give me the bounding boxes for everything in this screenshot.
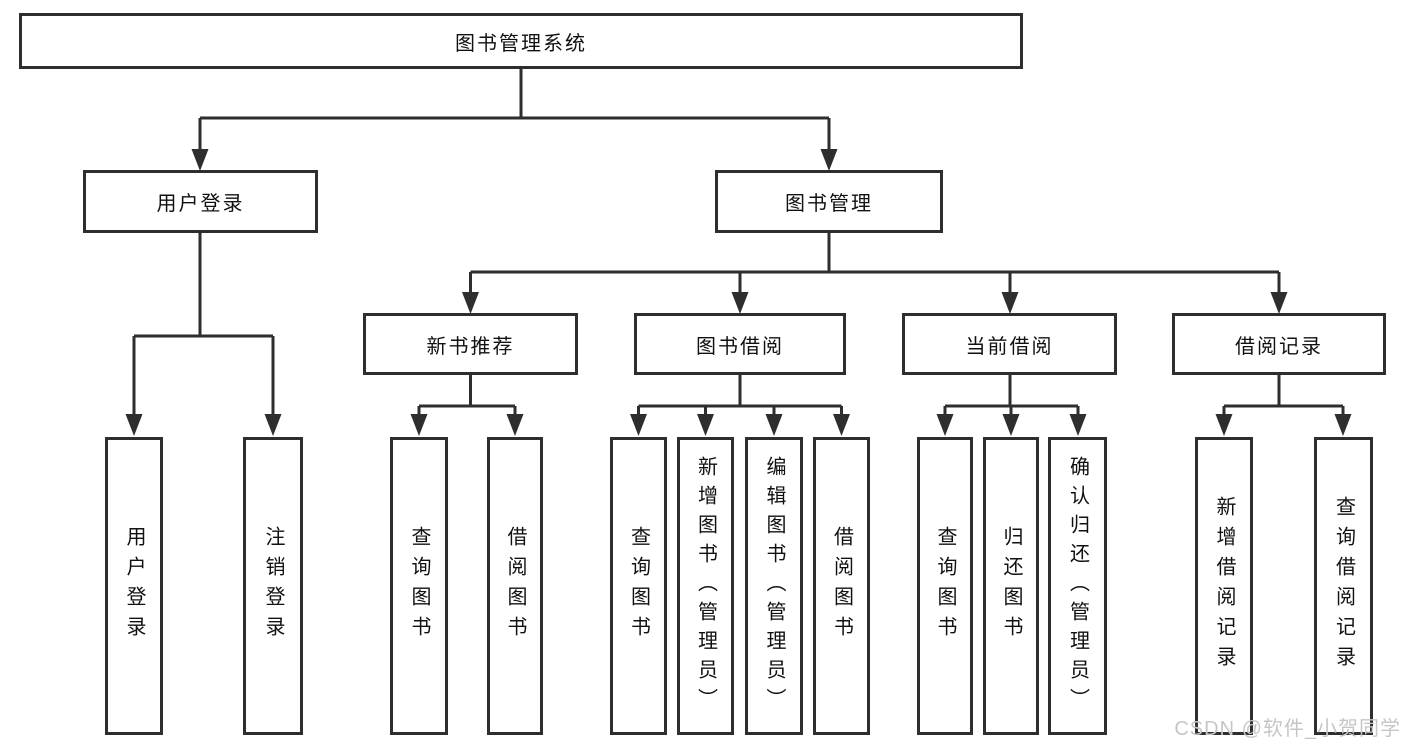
node-leaf-borrow-search-label: 查询图书 [627,526,650,646]
node-book-borrow-label: 图书借阅 [696,335,784,358]
node-leaf-record-add-label: 新增借阅记录 [1213,496,1235,676]
node-leaf-borrow-edit: 编辑图书（管理员） [745,437,803,735]
connector-current-borrow-branch [943,375,1080,415]
node-leaf-newbook-borrow: 借阅图书 [487,437,543,735]
node-book-management-label: 图书管理 [785,193,873,215]
node-leaf-logout: 注销登录 [243,437,303,735]
node-leaf-user-login-label: 用户登录 [123,526,145,646]
connector-book-borrow-branch [637,375,843,415]
node-leaf-user-login: 用户登录 [105,437,163,735]
node-leaf-borrow-borrow: 借阅图书 [813,437,870,735]
node-leaf-borrow-add-label: 新增图书（管理员） [694,455,717,717]
node-borrow-records-label: 借阅记录 [1235,335,1323,358]
node-leaf-newbook-borrow-label: 借阅图书 [504,526,526,646]
node-root: 图书管理系统 [19,13,1023,69]
connector-user-login-branch [132,233,275,416]
node-leaf-newbook-search: 查询图书 [390,437,448,735]
node-leaf-record-search: 查询借阅记录 [1314,437,1373,735]
node-leaf-record-add: 新增借阅记录 [1195,437,1253,735]
node-leaf-current-confirm: 确认归还（管理员） [1048,437,1107,735]
node-leaf-newbook-search-label: 查询图书 [408,526,430,646]
node-root-label: 图书管理系统 [455,32,587,55]
connector-new-book-branch [417,375,517,415]
node-leaf-current-search-label: 查询图书 [934,526,956,646]
node-user-login: 用户登录 [83,170,318,233]
node-leaf-borrow-add: 新增图书（管理员） [677,437,734,735]
node-book-borrow: 图书借阅 [634,313,846,375]
node-leaf-borrow-edit-label: 编辑图书（管理员） [763,455,785,717]
node-leaf-current-return: 归还图书 [983,437,1039,735]
connector-root-branch [198,69,831,150]
node-leaf-borrow-search: 查询图书 [610,437,667,735]
node-user-login-label: 用户登录 [156,193,245,215]
node-leaf-current-return-label: 归还图书 [1000,526,1022,646]
node-borrow-records: 借阅记录 [1172,313,1386,375]
node-leaf-current-search: 查询图书 [917,437,973,735]
node-book-management: 图书管理 [715,170,943,233]
arrowheads [125,149,1352,436]
node-leaf-logout-label: 注销登录 [262,526,284,646]
node-leaf-borrow-borrow-label: 借阅图书 [830,526,853,646]
node-current-borrow: 当前借阅 [902,313,1117,375]
connector-book-management-branch [469,233,1281,293]
node-current-borrow-label: 当前借阅 [965,335,1054,358]
node-new-book-recommend: 新书推荐 [363,313,578,375]
connector-borrow-records-branch [1222,375,1345,415]
node-leaf-record-search-label: 查询借阅记录 [1332,496,1355,676]
node-new-book-recommend-label: 新书推荐 [426,335,515,358]
node-leaf-current-confirm-label: 确认归还（管理员） [1066,455,1089,717]
